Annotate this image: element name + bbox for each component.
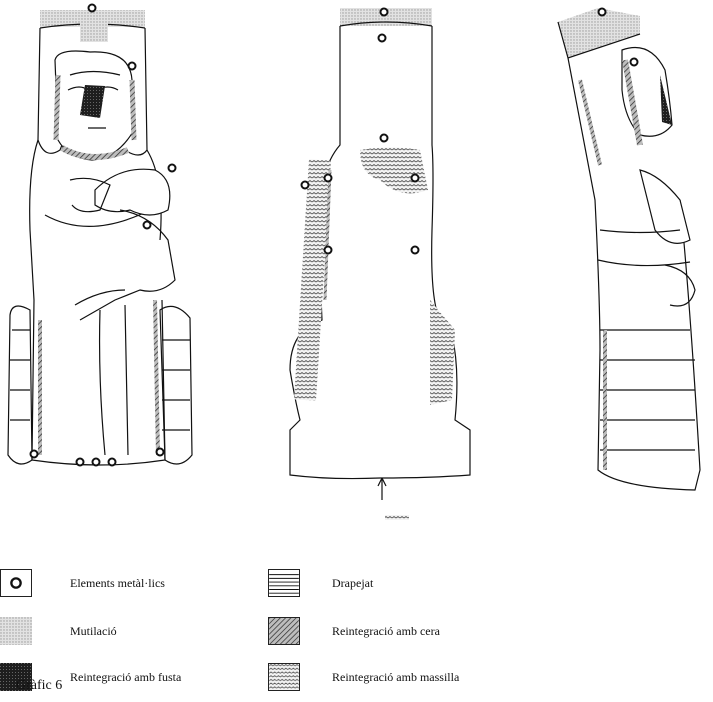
circle-icon	[0, 569, 32, 597]
legend-mutilation: Mutilació	[0, 617, 117, 645]
legend-drape: Drapejat	[268, 569, 373, 597]
figure-caption: Gràfic 6	[16, 678, 62, 694]
legend-label: Reintegració amb massilla	[332, 670, 459, 685]
diagonal-hatch-swatch	[268, 617, 300, 645]
statue-diagram	[0, 0, 713, 520]
legend-label: Elements metàl·lics	[70, 576, 165, 591]
legend-label: Drapejat	[332, 576, 373, 591]
legend-wax: Reintegració amb cera	[268, 617, 440, 645]
front-view	[8, 5, 192, 466]
dotted-gray-swatch	[0, 617, 32, 645]
side-view	[558, 8, 700, 490]
legend-label: Reintegració amb fusta	[70, 670, 181, 685]
wavy-hatch-swatch	[268, 663, 300, 691]
back-view	[290, 8, 470, 520]
legend-label: Mutilació	[70, 624, 117, 639]
horizontal-lines-swatch	[268, 569, 300, 597]
legend-metal: Elements metàl·lics	[0, 569, 165, 597]
legend: Elements metàl·lics Drapejat Mutilació R…	[0, 555, 713, 702]
legend-putty: Reintegració amb massilla	[268, 663, 459, 691]
legend-label: Reintegració amb cera	[332, 624, 440, 639]
